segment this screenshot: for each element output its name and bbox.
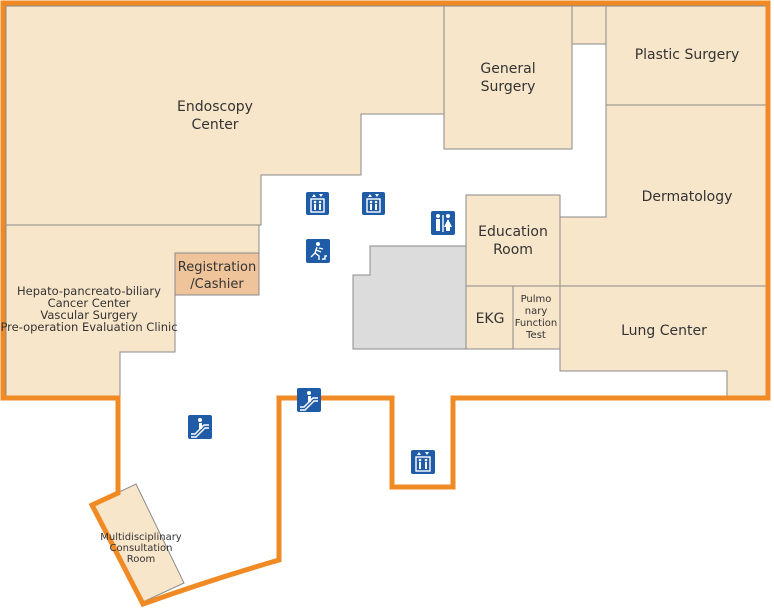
label-endoscopy-line1: Endoscopy: [177, 99, 253, 115]
label-multidisciplinary-line1: Multidisciplinary: [100, 532, 182, 543]
label-plastic-surgery: Plastic Surgery: [635, 47, 740, 63]
svg-text:Registration/Cashier: Registration/Cashier: [178, 260, 256, 292]
label-education-line1: Education: [478, 224, 548, 240]
room-ekg[interactable]: [465, 285, 514, 350]
label-multidisciplinary-line2: Consultation: [110, 543, 173, 554]
label-registration-line2: /Cashier: [190, 277, 244, 292]
label-endoscopy-line2: Center: [191, 117, 238, 133]
restroom-icon: [431, 211, 455, 235]
escalator-icon: [188, 415, 212, 439]
label-lung-center: Lung Center: [621, 323, 707, 339]
label-pulmonary-line2: nary: [525, 306, 548, 317]
label-registration-line1: Registration: [178, 260, 256, 275]
label-hepato-line4: Pre-operation Evaluation Clinic: [0, 320, 177, 334]
elevator-icon: [306, 192, 329, 215]
room-lung-center[interactable]: [559, 285, 769, 399]
label-pulmonary-line1: Pulmo: [521, 294, 552, 305]
label-education-line2: Room: [493, 242, 533, 258]
connector-block: [571, 5, 607, 45]
room-education[interactable]: [465, 194, 561, 287]
label-hepato-line1: Hepato-pancreato-biliary: [17, 284, 161, 298]
escalator-icon: [297, 388, 321, 412]
label-general-surgery-line2: Surgery: [481, 79, 536, 95]
room-plastic-surgery[interactable]: [605, 5, 769, 106]
room-registration-cashier[interactable]: [174, 252, 260, 296]
label-dermatology: Dermatology: [642, 189, 733, 205]
emergency-exit-icon: [306, 239, 330, 263]
label-ekg: EKG: [476, 311, 505, 327]
label-multidisciplinary-line3: Room: [127, 554, 155, 565]
elevator-icon: [362, 192, 385, 215]
elevator-icon: [411, 450, 435, 474]
label-pulmonary-line4: Test: [525, 330, 546, 341]
label-hepato-line2: Cancer Center: [48, 296, 131, 310]
label-hepato-line3: Vascular Surgery: [40, 308, 137, 322]
room-pulmonary-function-test[interactable]: [512, 285, 561, 350]
label-general-surgery-line1: General: [480, 61, 535, 77]
void-area: [352, 245, 467, 350]
label-pulmonary-line3: Function: [515, 318, 558, 329]
room-general-surgery[interactable]: [443, 5, 573, 150]
